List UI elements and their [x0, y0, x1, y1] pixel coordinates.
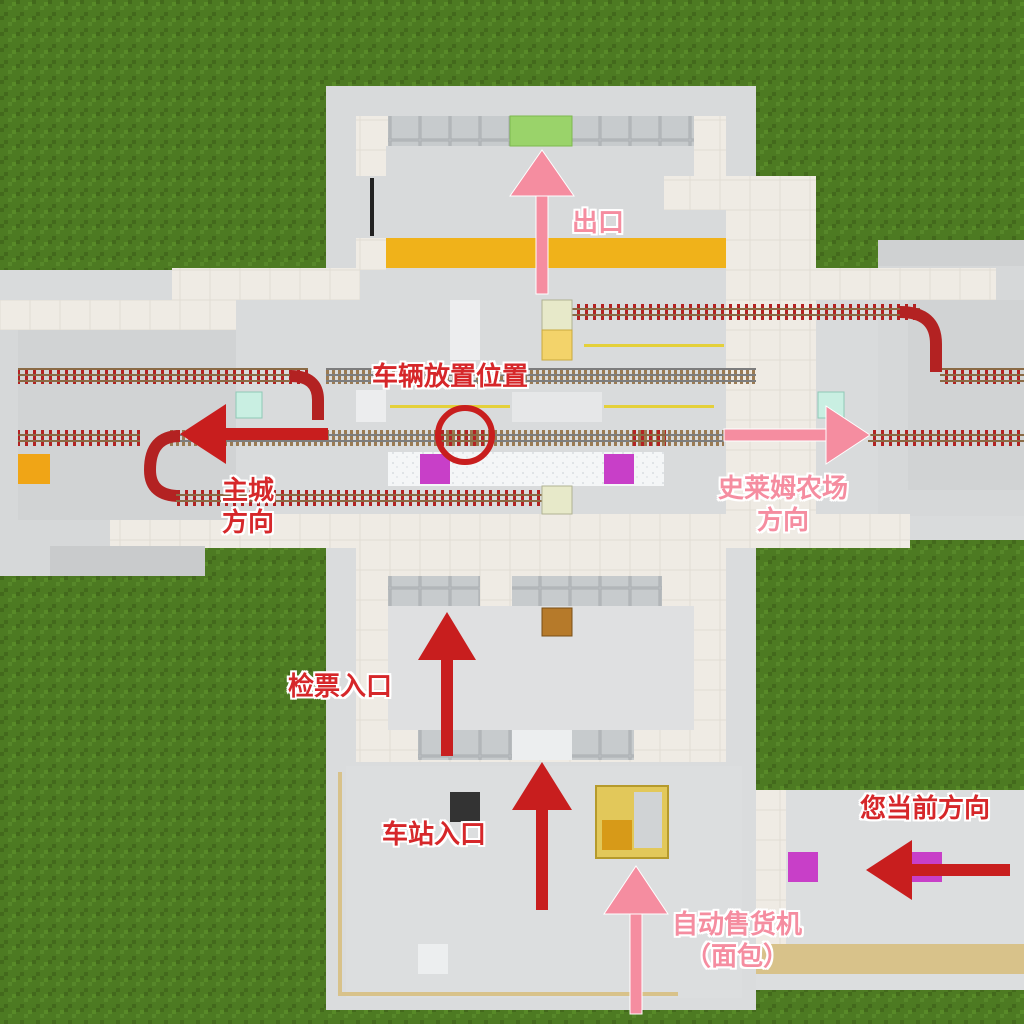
- track-loop-west: [143, 430, 181, 502]
- white-pillar-b: [356, 390, 386, 422]
- track-main-red-b: [630, 430, 666, 446]
- arrow-left-main-city: [180, 404, 328, 464]
- dark-block: [450, 792, 480, 822]
- track-lower-line: [176, 490, 542, 506]
- ticket-hall-glass-top: [388, 576, 480, 606]
- track-curve-east: [899, 306, 942, 372]
- sand-strip: [756, 944, 1024, 974]
- vending-label: 自动售货机 （面包）: [672, 912, 802, 970]
- north-east-wall-vertical: [726, 176, 816, 520]
- platform-yellow-line-a: [390, 405, 510, 408]
- main-city-label-line1: 主城: [222, 476, 275, 506]
- west-orange-block: [18, 454, 50, 484]
- track-north-siding: [570, 304, 920, 320]
- slime-farm-label-line1: 史莱姆农场: [718, 474, 849, 504]
- track-west-main: [18, 430, 140, 446]
- station-entrance-label: 车站入口: [382, 820, 487, 850]
- ticket-gate-open: [512, 730, 572, 760]
- fence-bottom: [338, 992, 678, 996]
- east-corridor-wall: [756, 790, 786, 944]
- current-direction-label: 您当前方向: [860, 794, 991, 824]
- vehicle-spot-label: 车辆放置位置: [372, 362, 529, 392]
- vending-machine-glass: [634, 792, 662, 848]
- fence-left: [338, 772, 342, 996]
- magenta-block-1: [420, 454, 450, 484]
- arrow-right-slime-farm: [723, 405, 871, 465]
- ticket-entrance-label: 检票入口: [288, 672, 393, 702]
- arrow-up-station-entrance: [512, 762, 572, 910]
- white-block-south: [418, 944, 448, 974]
- platform-yellow-line-c: [584, 344, 724, 347]
- lamp-block-b: [541, 329, 573, 361]
- track-west-upper: [18, 368, 308, 384]
- lamp-block-c: [541, 485, 573, 515]
- vehicle-spot-circle: [435, 405, 495, 465]
- yellow-platform-edge: [386, 238, 726, 268]
- white-pillar: [450, 300, 480, 360]
- lamp-block-a: [541, 299, 573, 331]
- main-city-label-line2: 方向: [222, 508, 275, 538]
- hall-bottom-wall: [110, 514, 910, 548]
- diamond-block-east: [817, 391, 845, 419]
- slime-farm-label-line2: 方向: [757, 506, 810, 536]
- track-main-red-a: [440, 430, 490, 446]
- arrow-up-exit: [509, 149, 575, 295]
- arrow-left-current-direction: [866, 840, 1010, 900]
- diamond-block-west: [235, 391, 263, 419]
- track-center-upper: [326, 368, 556, 384]
- west-annex-wall: [0, 300, 236, 330]
- hall-top-wall-east: [756, 268, 996, 300]
- ticket-hall-glass-top-b: [512, 576, 662, 606]
- east-annex-inner: [908, 300, 1024, 490]
- arrow-up-ticket-entrance: [418, 612, 476, 756]
- vending-machine-slot: [602, 820, 632, 850]
- track-curve-west-upper: [289, 370, 324, 420]
- vending-label-line2: （面包）: [685, 942, 790, 972]
- west-annex-bottom: [50, 546, 205, 576]
- ticket-hall-floor: [388, 606, 694, 730]
- arrow-up-vending: [603, 865, 669, 1015]
- magenta-block-7: [788, 852, 818, 882]
- vending-label-line1: 自动售货机: [672, 910, 803, 940]
- black-post: [370, 178, 374, 236]
- exit-label: 出口: [572, 208, 625, 238]
- track-center-upper-b: [556, 368, 756, 384]
- north-wall-left: [356, 116, 386, 176]
- main-city-label: 主城 方向: [222, 478, 274, 536]
- platform-block: [512, 392, 602, 422]
- track-east-main: [868, 430, 1024, 446]
- magenta-block-2: [604, 454, 634, 484]
- east-annex-wall: [878, 240, 1024, 266]
- north-wall-right: [694, 116, 726, 176]
- north-wall-left-lower: [356, 238, 386, 270]
- track-east-upper: [940, 368, 1024, 384]
- platform-yellow-line-b: [604, 405, 714, 408]
- chest-block: [541, 607, 573, 637]
- slime-farm-label: 史莱姆农场 方向: [718, 476, 848, 534]
- hall-top-wall: [172, 268, 360, 300]
- exit-green-glass: [509, 115, 573, 147]
